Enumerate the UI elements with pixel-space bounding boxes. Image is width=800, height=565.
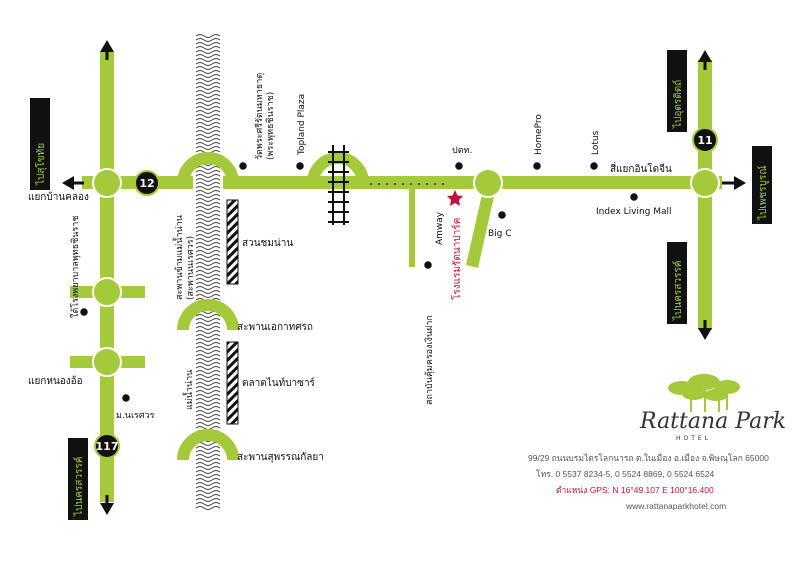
logo-sub: HOTEL <box>676 435 711 442</box>
homepro-label: HomePro <box>534 114 544 155</box>
junction-nong-o-top <box>92 347 122 377</box>
wat-yai-label: วัดพระศรีรัตนมหาธาตุ(พระพุทธชินราช) <box>254 73 276 160</box>
route-12-label: 12 <box>139 177 154 190</box>
hotel-label: โรงแรมรัตนาปาร์ค <box>450 218 463 300</box>
hotel-logo: Rattana Park HOTEL <box>639 374 786 442</box>
suphankalaya-bridge-arch <box>177 429 239 461</box>
arrows <box>62 40 746 515</box>
university-marker <box>120 392 132 404</box>
big-c-marker <box>496 209 508 221</box>
railway-bridge-arch <box>307 152 369 184</box>
uttaradit-label: ไปอุตรดิตถ์ <box>672 80 684 129</box>
tree-cluster-icon <box>668 374 740 412</box>
direction-box-nakhonsawan-left: ไปนครสวรรค์ <box>68 438 88 520</box>
road-to-hotel <box>466 190 495 268</box>
naresuan-bridge-label: สะพานข้ามแม่น้ำน่าน(สะพานนเรศวร) <box>172 215 196 300</box>
arrow-south-left-icon <box>100 503 114 515</box>
topland-marker <box>294 160 306 172</box>
route-badge-12: 12 <box>134 170 160 196</box>
bank-label: สถาบันคุ้มครองเงินฝาก <box>424 315 435 405</box>
naresuan-bridge-arch <box>177 152 239 184</box>
big-c-label: Big C <box>488 229 512 239</box>
arrow-south-right-icon <box>698 328 712 340</box>
index-living-marker <box>628 191 640 203</box>
ptt-label: ปตท. <box>452 146 472 156</box>
junction-big-c <box>473 168 503 198</box>
main-road-east-west <box>82 176 722 189</box>
bridges <box>177 152 369 461</box>
nakhonsawan-right-label: ไปนครสวรรค์ <box>672 261 684 321</box>
route-badge-117: 117 <box>94 433 120 459</box>
suphankalaya-label: สะพานสุพรรณกัลยา <box>237 452 324 463</box>
spur-road <box>409 189 415 267</box>
route-117-label: 117 <box>96 440 119 453</box>
railway-track <box>328 145 349 225</box>
amway-marker <box>422 259 434 271</box>
lotus-label: Lotus <box>591 130 601 155</box>
direction-box-sukhothai: ไปสุโขทัย <box>30 98 50 190</box>
direction-box-uttaradit: ไปอุตรดิตถ์ <box>667 50 687 132</box>
ekathotsarot-bridge-arch <box>177 299 239 331</box>
direction-box-phetchabun: ไปเพชรบูรณ์ <box>752 146 772 224</box>
junction-ban-khlong <box>92 168 122 198</box>
hospital-marker <box>78 306 90 318</box>
ban-khlong-label: แยกบ้านคลอง <box>28 191 89 203</box>
junction-indochine <box>690 168 720 198</box>
roads <box>82 52 722 502</box>
topland-label: Topland Plaza <box>297 94 307 156</box>
map-labels: แยกบ้านคลอง แยกหนองอ้อ สี่แยกอินโดจีน วั… <box>28 73 672 463</box>
university-label: ม.นเรศวร <box>116 411 155 421</box>
route-11-label: 11 <box>697 134 712 147</box>
night-market-block <box>226 341 239 425</box>
hotel-star-icon <box>447 190 463 206</box>
lotus-marker <box>588 160 600 172</box>
address-line2: โทร. 0 5537 8234-5, 0 5524 8869, 0 5524 … <box>536 469 715 479</box>
nong-o-label: แยกหนองอ้อ <box>28 375 83 387</box>
night-market-label: ตลาดไนท์บาซาร์ <box>242 377 316 389</box>
direction-box-nakhonsawan-right: ไปนครสวรรค์ <box>667 242 687 324</box>
sukhothai-label: ไปสุโขทัย <box>34 143 47 186</box>
poi-markers <box>78 160 640 404</box>
route-badge-11: 11 <box>692 127 718 153</box>
arrow-west-icon <box>62 176 74 190</box>
address-block: 99/29 ถนนบรมไตรโลกนารถ ต.ในเมือง อ.เมือง… <box>528 453 769 511</box>
phetchabun-label: ไปเพชรบูรณ์ <box>757 165 769 221</box>
address-gps: ตำแหน่ง GPS: N 16°49.107 E 100°16.400 <box>556 485 714 495</box>
hospital-label: ใต้โรงพยาบาลพุทธชินราช <box>70 216 81 318</box>
indochine-label: สี่แยกอินโดจีน <box>610 161 672 175</box>
ptt-marker <box>453 160 465 172</box>
arrow-north-right-icon <box>698 50 712 62</box>
nakhonsawan-left-label: ไปนครสวรรค์ <box>73 457 85 517</box>
index-living-label: Index Living Mall <box>596 207 672 217</box>
park-label: สวนชมน่าน <box>242 238 293 249</box>
nan-river-label: แม่น้ำน่าน <box>182 370 195 410</box>
ekathotsarot-label: สะพานเอกาทศรถ <box>237 322 313 333</box>
arrow-north-left-icon <box>100 40 114 52</box>
amway-label: Amway <box>435 211 445 245</box>
wat-yai-marker <box>237 160 249 172</box>
logo-name: Rattana Park <box>639 409 786 434</box>
homepro-marker <box>531 160 543 172</box>
address-website: www.rattanaparkhotel.com <box>625 501 726 511</box>
park-block <box>226 199 239 285</box>
junction-hospital-top <box>92 277 122 307</box>
address-line1: 99/29 ถนนบรมไตรโลกนารถ ต.ในเมือง อ.เมือง… <box>528 453 769 464</box>
arrow-east-icon <box>734 176 746 190</box>
arrow-shafts <box>72 50 736 506</box>
